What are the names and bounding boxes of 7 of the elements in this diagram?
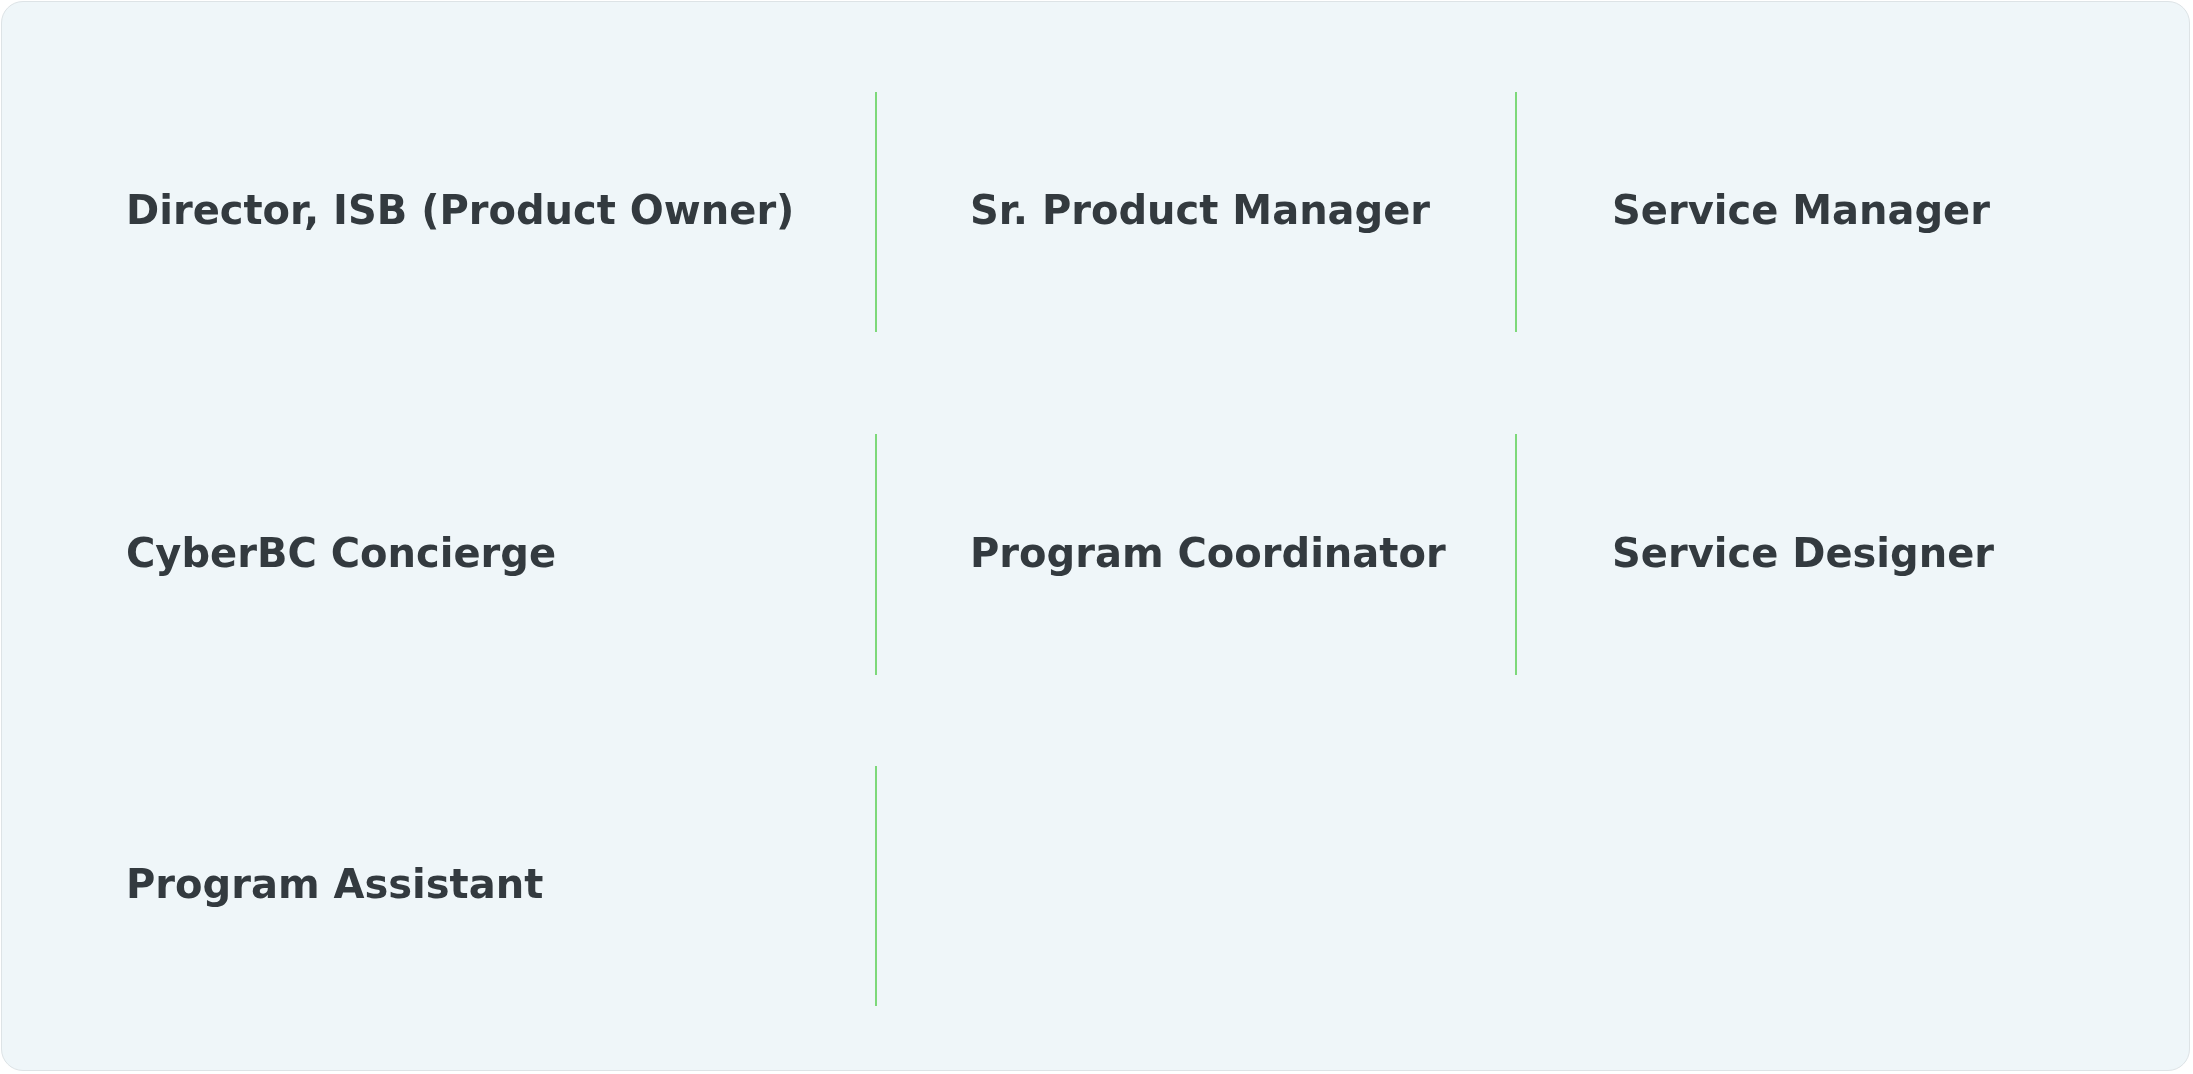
role-title: Program Coordinator	[970, 530, 1446, 576]
role-title: Sr. Product Manager	[970, 187, 1431, 233]
role-title: Service Manager	[1612, 187, 1990, 233]
role-title: CyberBC Concierge	[126, 530, 557, 576]
role-title: Service Designer	[1612, 530, 1995, 576]
role-title: Director, ISB (Product Owner)	[126, 187, 795, 233]
role-title: Program Assistant	[126, 861, 544, 907]
